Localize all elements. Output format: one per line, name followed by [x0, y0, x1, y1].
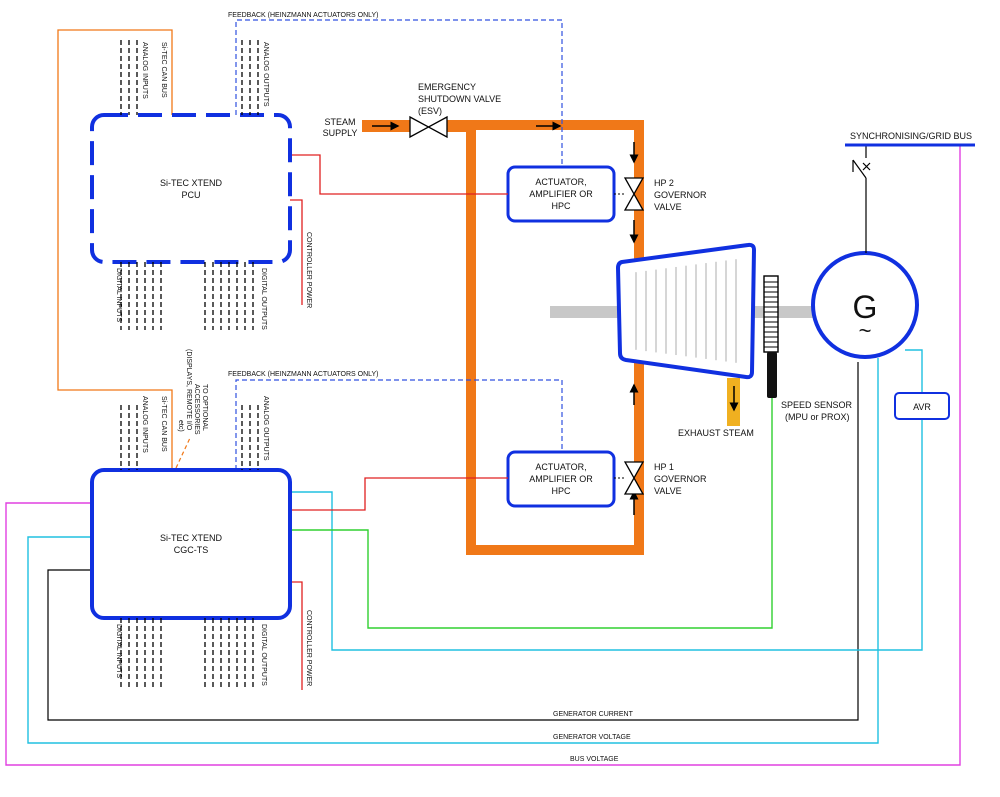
- esv-line1: EMERGENCY: [418, 82, 476, 92]
- esv-line2: SHUTDOWN VALVE: [418, 94, 501, 104]
- hp2-valve-icon: [623, 177, 645, 211]
- cgc-power-line: [290, 581, 303, 690]
- pcu-line1: Si-TEC XTEND: [160, 178, 223, 188]
- generator-letter: G: [853, 289, 878, 325]
- pcu-power-line: [290, 199, 303, 305]
- turbine-icon: [615, 242, 757, 380]
- exhaust-label: EXHAUST STEAM: [678, 428, 754, 438]
- pcu-can-bus-label: Si-TEC CAN BUS: [160, 42, 167, 98]
- breaker-icon: [852, 145, 871, 253]
- cgc-optional-line1: TO OPTIONAL: [201, 384, 208, 431]
- pcu-box: [90, 113, 292, 264]
- cgc-optional-line3: (DISPLAYS, REMOTE I/O: [185, 349, 192, 431]
- pcu-controller-power-label: CONTROLLER POWER: [305, 232, 312, 308]
- feedback-bottom-label: FEEDBACK (HEINZMANN ACTUATORS ONLY): [228, 371, 379, 378]
- flow-arrows: [372, 121, 739, 515]
- generator-voltage-line: [27, 358, 879, 744]
- pcu-line2: PCU: [181, 190, 200, 200]
- generator-current-line: [47, 362, 859, 721]
- pcu-digital-outputs-label: DIGITAL OUTPUTS: [260, 268, 267, 330]
- cgc-optional-line2: ACCESSORIES: [193, 384, 200, 435]
- steam-supply-line2: SUPPLY: [323, 128, 358, 138]
- actuator-bottom-box: [506, 450, 616, 508]
- avr-box: [894, 392, 950, 420]
- cgc-digital-outputs-label: DIGITAL OUTPUTS: [260, 624, 267, 686]
- hp2-line2: GOVERNOR: [654, 190, 707, 200]
- actuator-bottom-line3: HPC: [551, 486, 571, 496]
- cgc-controller-power-label: CONTROLLER POWER: [305, 610, 312, 686]
- generator-icon: [811, 251, 919, 359]
- pcu-analog-inputs-label: ANALOG INPUTS: [141, 42, 148, 99]
- cgc-analog-outputs-label: ANALOG OUTPUTS: [262, 396, 269, 461]
- speed-sensor-icon: [763, 275, 779, 398]
- generator-voltage-label: GENERATOR VOLTAGE: [553, 734, 631, 741]
- bus-voltage-label: BUS VOLTAGE: [570, 756, 619, 763]
- bus-voltage-line: [5, 145, 961, 766]
- cgc-box: [90, 468, 292, 620]
- feedback-top-line: [235, 19, 563, 167]
- speed-sensor-line: [290, 398, 773, 629]
- pcu-analog-outputs-label: ANALOG OUTPUTS: [262, 42, 269, 107]
- hp2-line1: HP 2: [654, 178, 674, 188]
- optional-accessories-link: [175, 437, 191, 469]
- io-line-bundles: [120, 40, 259, 690]
- actuator-bottom-line2: AMPLIFIER OR: [529, 474, 593, 484]
- sync-bus-label: SYNCHRONISING/GRID BUS: [850, 131, 972, 141]
- speed-sensor-line1: SPEED SENSOR: [781, 400, 853, 410]
- cgc-line2: CGC-TS: [174, 545, 209, 555]
- cgc-analog-inputs-label: ANALOG INPUTS: [141, 396, 148, 453]
- feedback-bottom-line: [235, 379, 563, 470]
- hp1-line3: VALVE: [654, 486, 682, 496]
- actuator-bottom-line1: ACTUATOR,: [535, 462, 586, 472]
- speed-sensor-line2: (MPU or PROX): [785, 412, 850, 422]
- pcu-actuator-line: [290, 154, 508, 195]
- can-bus-link: [57, 29, 173, 470]
- generator-current-label: GENERATOR CURRENT: [553, 711, 634, 718]
- cgc-actuator-line: [290, 477, 508, 511]
- esv-valve-icon: [409, 115, 448, 139]
- actuator-top-line1: ACTUATOR,: [535, 177, 586, 187]
- hp1-line2: GOVERNOR: [654, 474, 707, 484]
- avr-label: AVR: [913, 402, 931, 412]
- actuator-top-line2: AMPLIFIER OR: [529, 189, 593, 199]
- esv-line3: (ESV): [418, 106, 442, 116]
- cgc-can-bus-label: Si-TEC CAN BUS: [160, 396, 167, 452]
- cgc-digital-inputs-label: DIGITAL INPUTS: [115, 624, 122, 678]
- hp1-line1: HP 1: [654, 462, 674, 472]
- avr-cyan-line: [290, 349, 923, 651]
- generator-tilde: ~: [859, 318, 872, 343]
- cgc-optional-line4: etc): [177, 420, 184, 432]
- pcu-digital-inputs-label: DIGITAL INPUTS: [115, 268, 122, 322]
- feedback-top-label: FEEDBACK (HEINZMANN ACTUATORS ONLY): [228, 12, 379, 19]
- steam-supply-line1: STEAM: [324, 117, 355, 127]
- hp1-valve-icon: [623, 461, 645, 495]
- actuator-top-line3: HPC: [551, 201, 571, 211]
- cgc-line1: Si-TEC XTEND: [160, 533, 223, 543]
- hp2-line3: VALVE: [654, 202, 682, 212]
